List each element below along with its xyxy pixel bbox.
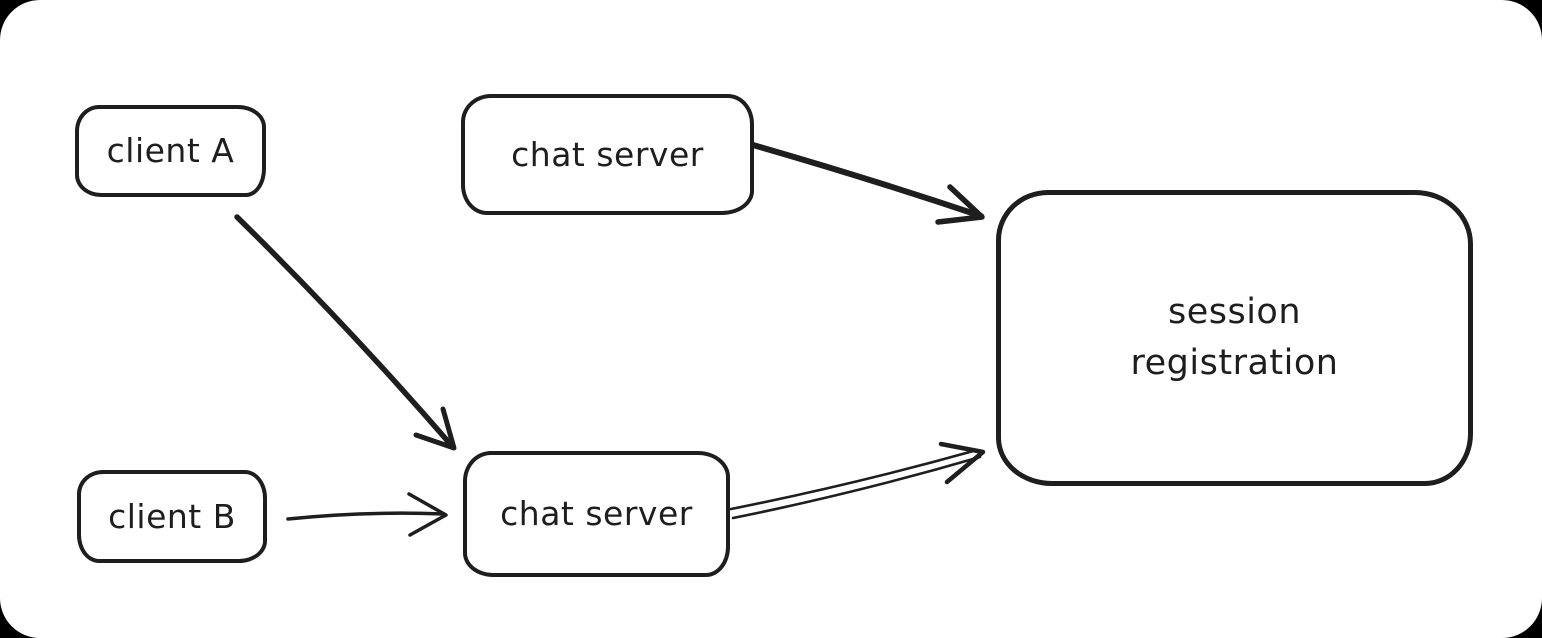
node-chat-server-top[interactable]: chat server	[461, 94, 754, 215]
node-client-a-label: client A	[106, 131, 235, 171]
node-client-a[interactable]: client A	[75, 105, 266, 197]
arrow-chat-server-1-to-session-registration[interactable]	[750, 142, 985, 225]
node-session-registration[interactable]: session registration	[996, 190, 1473, 486]
node-client-b[interactable]: client B	[77, 470, 267, 563]
arrow-client-a-to-chat-server-2[interactable]	[234, 214, 457, 451]
node-chat-server-bottom-label: chat server	[500, 494, 693, 534]
node-session-registration-label: session registration	[1130, 292, 1339, 383]
node-chat-server-top-label: chat server	[511, 134, 704, 174]
node-client-b-label: client B	[108, 496, 236, 536]
arrow-chat-server-2-to-session-registration[interactable]	[729, 441, 986, 520]
arrow-client-b-to-chat-server-2[interactable]	[286, 492, 448, 537]
node-chat-server-bottom[interactable]: chat server	[463, 451, 730, 577]
